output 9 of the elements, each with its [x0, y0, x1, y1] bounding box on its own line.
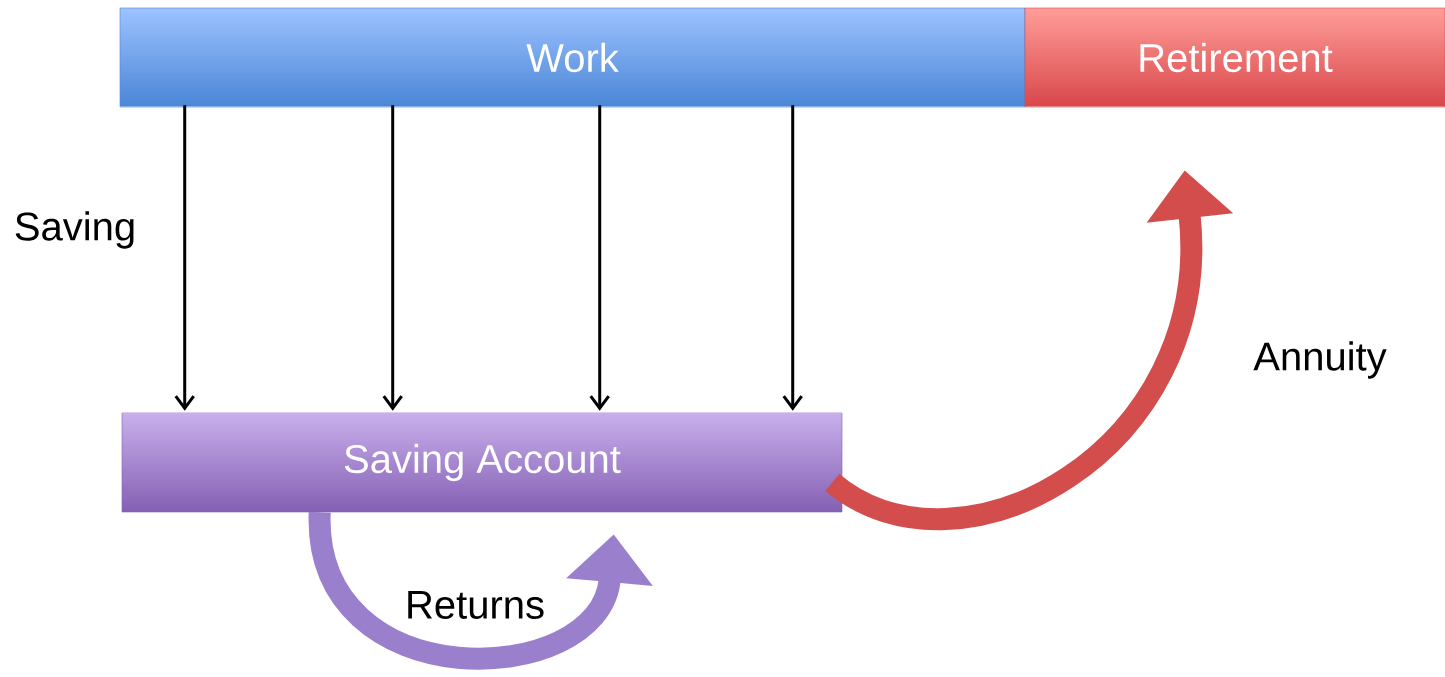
arrow: [782, 105, 803, 411]
arrow: [382, 105, 403, 411]
arrow: [174, 105, 195, 411]
text-label: Saving: [15, 211, 134, 249]
arrow: [589, 105, 610, 411]
edge-label: Returns: [408, 591, 544, 619]
edge-label: Annuity: [1253, 341, 1387, 379]
bar: Retirement: [1024, 7, 1445, 108]
bar: Saving Account: [121, 412, 843, 513]
